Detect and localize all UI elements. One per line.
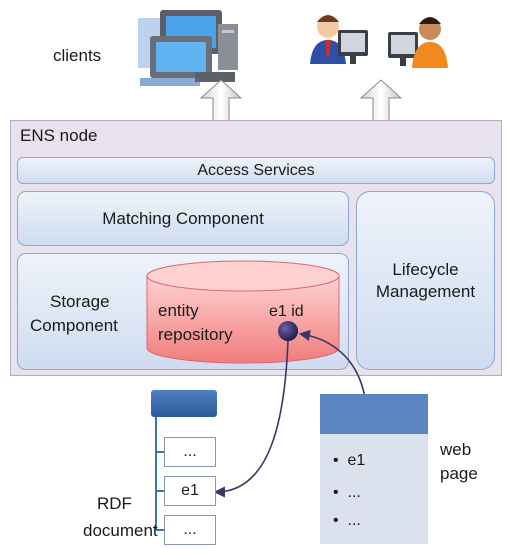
users-icon xyxy=(310,15,448,68)
rdf-item: ... xyxy=(164,437,216,467)
rdf-label-line1: RDF xyxy=(97,494,132,513)
rdf-tree-lines xyxy=(155,417,164,531)
web-label-line1: web xyxy=(440,440,472,459)
web-page-item: • ... xyxy=(333,512,361,529)
web-label-line2: page xyxy=(440,464,478,483)
storage-component-label: Storage Component xyxy=(30,290,118,338)
lifecycle-label-line1: Lifecycle xyxy=(392,259,459,279)
lifecycle-label-line2: Management xyxy=(375,281,476,301)
web-page-item-text: e1 xyxy=(347,452,366,469)
rdf-label-line2: document xyxy=(83,521,158,540)
computers-icon xyxy=(138,10,238,86)
web-page-label: web page xyxy=(440,438,478,486)
repository-label-line2: repository xyxy=(158,325,233,344)
clients-label: clients xyxy=(53,46,102,65)
rdf-document-header xyxy=(151,390,217,417)
web-page-item-text: ... xyxy=(347,484,361,501)
web-page-item: • ... xyxy=(333,484,361,501)
rdf-item-e1: e1 xyxy=(164,476,216,506)
repository-label-line1: entity xyxy=(158,301,199,320)
entity-repository-label: entity repository xyxy=(158,299,233,347)
entity-id-node xyxy=(278,321,298,341)
rdf-document-label: RDF document xyxy=(83,490,158,544)
access-services-box: Access Services xyxy=(17,157,495,184)
matching-component-label: Matching Component xyxy=(102,208,264,228)
entity-repository-cylinder xyxy=(146,260,340,364)
storage-label-line2: Component xyxy=(30,316,118,335)
matching-component-box: Matching Component xyxy=(17,191,349,246)
ens-node-title: ENS node xyxy=(20,126,98,145)
web-page-item-e1: • e1 xyxy=(333,452,366,469)
link-entity-to-rdf xyxy=(213,339,289,498)
lifecycle-management-box: Lifecycle Management xyxy=(356,191,495,370)
web-page-item-text: ... xyxy=(347,512,361,529)
entity-id-label: e1 id xyxy=(269,303,304,320)
access-services-label: Access Services xyxy=(197,161,315,179)
rdf-item: ... xyxy=(164,515,216,545)
web-page-header xyxy=(320,394,428,434)
storage-label-line1: Storage xyxy=(50,292,110,311)
